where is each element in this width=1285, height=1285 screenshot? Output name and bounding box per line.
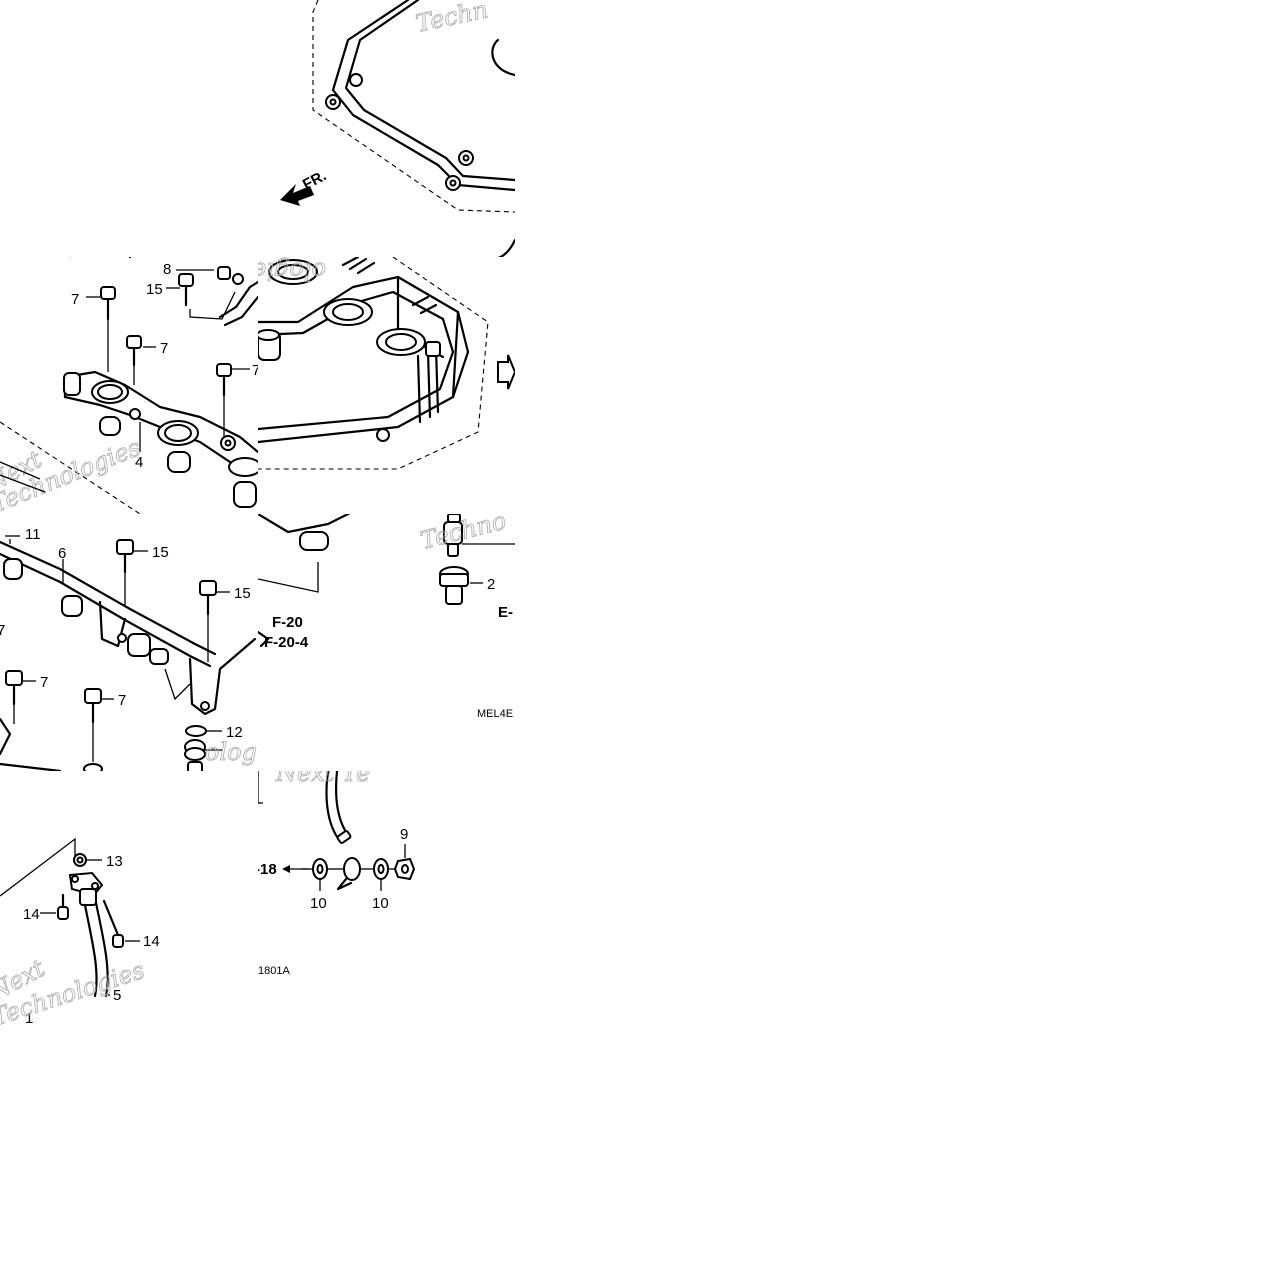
tile-head-cover: ologies (240, 257, 515, 470)
diagram-code-bottom: 1801A (258, 965, 290, 977)
part-label: 7 (40, 674, 48, 691)
part-label: 1 (25, 1010, 33, 1027)
injector-icon (443, 514, 515, 557)
bolt-icon (100, 286, 116, 321)
part-label: 7 (0, 622, 5, 639)
part-label: 15 (234, 585, 251, 602)
reference-e: E- (498, 604, 513, 621)
part-label: 15 (146, 281, 163, 298)
hose-fitting-icon (336, 857, 361, 891)
grommet-icon (184, 739, 206, 761)
part-label: 2 (487, 576, 495, 593)
part-label: 7 (118, 692, 126, 709)
bolt-icon (126, 335, 142, 367)
hose-joint-icon (68, 871, 104, 906)
part-label: 12 (226, 724, 243, 741)
bolt-icon (216, 363, 232, 397)
o-ring-icon (73, 853, 87, 867)
seal-icon (439, 566, 469, 605)
part-label: 7 (160, 340, 168, 357)
reference-arrow-18: -18 (255, 861, 277, 878)
part-label: 6 (58, 545, 66, 562)
tile-fittings: F-20 F-20-4 2 E- MEL4E Techno (258, 507, 515, 720)
nut-icon (393, 857, 416, 881)
tile-cover-gasket: FR. Techn (280, 0, 515, 257)
watermark-text: Techno (418, 507, 509, 555)
part-label: 11 (25, 526, 41, 543)
watermark-text: Techn (413, 0, 490, 38)
bolt-icon (199, 580, 217, 616)
bolt-icon (102, 899, 124, 948)
washer-icon (185, 725, 207, 737)
washer-icon (373, 858, 389, 880)
part-label: 10 (310, 895, 327, 912)
washer-icon (312, 858, 328, 880)
part-label: 4 (135, 454, 143, 471)
part-label: 14 (23, 906, 40, 923)
bolt-icon (84, 688, 102, 724)
part-label: 7 (71, 291, 79, 308)
reference-f20-4: F-20-4 (264, 634, 309, 651)
part-label: 15 (152, 544, 169, 561)
bolt-icon (5, 670, 23, 706)
part-label: 7 (252, 362, 260, 379)
diagram-code-top: MEL4E (477, 708, 513, 720)
part-label: 14 (143, 933, 160, 950)
tile-injector-holder: 7 7 15 8 7 4 Next Technologies (0, 257, 260, 514)
tile-feed-line: -18 9 10 10 1801A Next Te (255, 759, 416, 977)
part-label: 10 (372, 895, 389, 912)
watermark-text: Next Te (275, 759, 370, 787)
bolt-icon (116, 539, 134, 574)
watermark-text: ologies (205, 738, 291, 766)
bolt-icon (178, 273, 194, 307)
tile-fuel-rail: 11 6 15 15 7 7 7 12 ologies (0, 526, 291, 771)
part-label: 5 (113, 987, 121, 1004)
bolt-icon (57, 893, 69, 920)
part-label: 13 (106, 853, 123, 870)
reference-f20: F-20 (272, 614, 303, 631)
part-label: 9 (400, 826, 408, 843)
part-label: 8 (163, 261, 171, 278)
tile-fuel-hose: 13 14 14 5 1 Next (0, 837, 160, 1028)
watermark-text: ologies (240, 257, 326, 285)
